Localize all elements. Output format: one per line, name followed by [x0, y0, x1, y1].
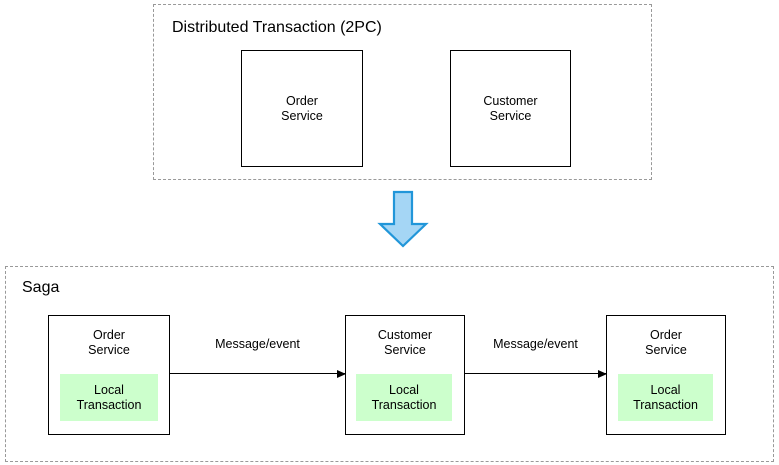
service-box-customer-service-2pc[interactable]: Customer Service [450, 50, 571, 167]
service-label-order-service-saga-1: Order Service [88, 328, 130, 357]
service-box-order-service-2pc[interactable]: Order Service [241, 50, 363, 167]
local-transaction-order-service-saga-1: Local Transaction [60, 374, 158, 421]
group-distributed-transaction-title: Distributed Transaction (2PC) [172, 19, 382, 36]
connector-label-1: Message/event [215, 337, 300, 351]
service-label-customer-service-saga: Customer Service [377, 328, 433, 357]
transition-down-arrow [377, 190, 429, 248]
connector-label-2: Message/event [493, 337, 578, 351]
connector-arrow-2 [465, 373, 606, 375]
service-label-order-service-saga-2: Order Service [645, 328, 687, 357]
group-distributed-transaction [153, 4, 652, 180]
connector-arrow-1 [170, 373, 345, 375]
service-label-order-service-2pc: Order Service [281, 93, 323, 123]
group-saga-title: Saga [22, 279, 60, 296]
service-label-customer-service-2pc: Customer Service [483, 93, 538, 123]
down-arrow-icon [377, 190, 429, 248]
group-saga [5, 266, 774, 462]
local-transaction-order-service-saga-2: Local Transaction [618, 374, 713, 421]
local-transaction-customer-service-saga: Local Transaction [356, 374, 452, 421]
